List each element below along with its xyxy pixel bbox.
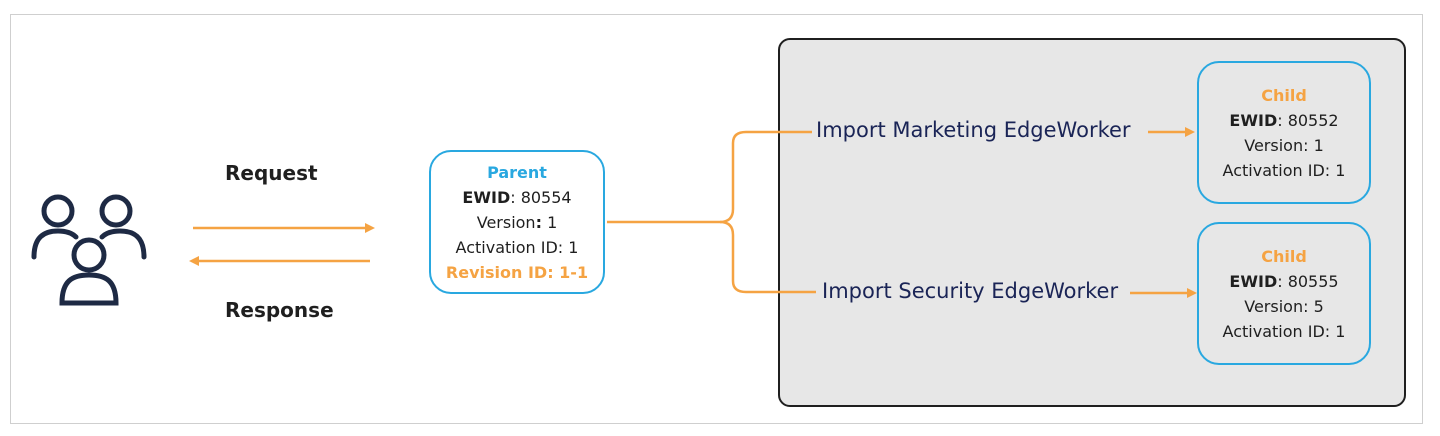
child-title: Child bbox=[1261, 86, 1307, 105]
parent-revision: Revision ID: 1-1 bbox=[445, 263, 589, 282]
child-node-marketing: Child EWID: 80552 Version: 1 Activation … bbox=[1197, 61, 1371, 204]
parent-title: Parent bbox=[487, 163, 547, 182]
parent-ewid-value: : 80554 bbox=[510, 188, 572, 207]
parent-ewid: EWID: 80554 bbox=[431, 185, 603, 210]
child-activation: Activation ID: 1 bbox=[1222, 161, 1346, 180]
import-marketing-label: Import Marketing EdgeWorker bbox=[816, 118, 1131, 142]
child-ewid-value: : 80555 bbox=[1277, 272, 1339, 291]
parent-branch-connector bbox=[607, 130, 812, 224]
response-label: Response bbox=[225, 298, 334, 322]
child-ewid-label: EWID bbox=[1229, 111, 1278, 130]
child-node-security: Child EWID: 80555 Version: 5 Activation … bbox=[1197, 222, 1371, 365]
parent-version-label: Version bbox=[476, 213, 536, 232]
child-ewid-label: EWID bbox=[1229, 272, 1278, 291]
child-version: Version: 1 bbox=[1244, 136, 1324, 155]
child-activation: Activation ID: 1 bbox=[1222, 322, 1346, 341]
child-version: Version: 5 bbox=[1244, 297, 1324, 316]
users-group-icon bbox=[31, 194, 147, 306]
parent-branch-connector-lower bbox=[719, 220, 816, 294]
parent-ewid-label: EWID bbox=[462, 188, 511, 207]
child-ewid-value: : 80552 bbox=[1277, 111, 1339, 130]
parent-version-value: 1 bbox=[541, 213, 558, 232]
parent-node: Parent EWID: 80554 Version: 1 Activation… bbox=[429, 150, 605, 294]
import-security-label: Import Security EdgeWorker bbox=[822, 279, 1119, 303]
child-title: Child bbox=[1261, 247, 1307, 266]
child-ewid: EWID: 80552 bbox=[1199, 108, 1369, 133]
parent-activation: Activation ID: 1 bbox=[455, 238, 579, 257]
child-ewid: EWID: 80555 bbox=[1199, 269, 1369, 294]
request-label: Request bbox=[225, 161, 318, 185]
parent-version: Version: 1 bbox=[476, 213, 558, 232]
